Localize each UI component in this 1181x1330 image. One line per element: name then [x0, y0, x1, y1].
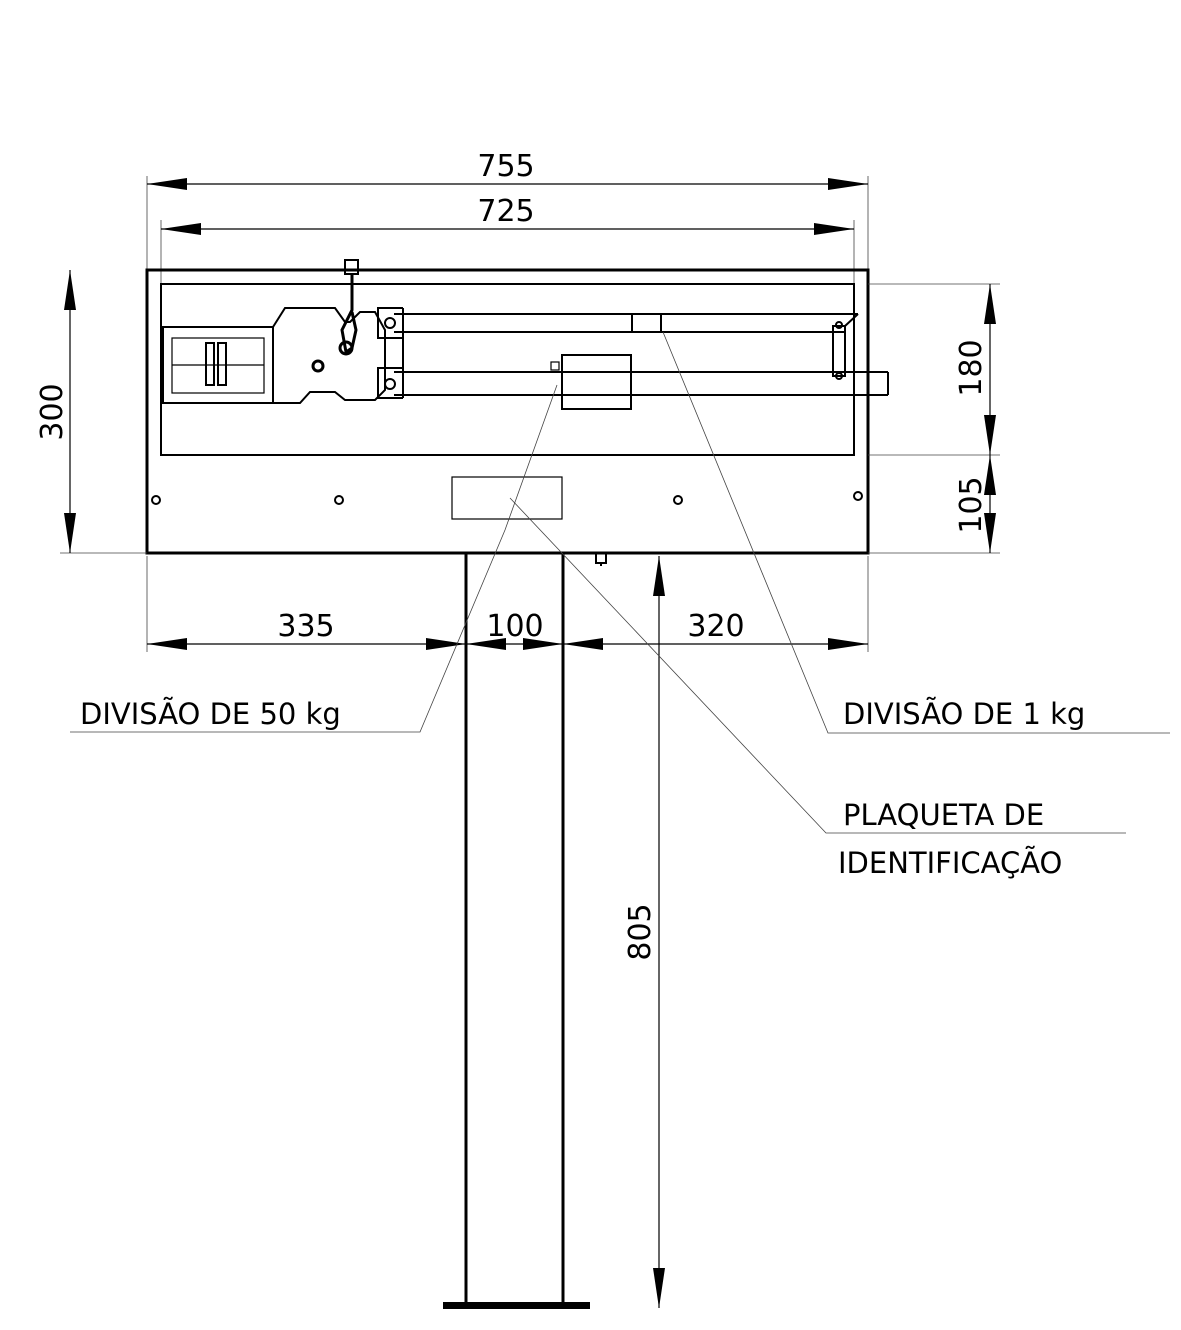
dimension-bottom-offsets: 335 100 320	[146, 556, 869, 652]
scale-housing	[145, 268, 870, 566]
support-column	[443, 553, 590, 1309]
sliding-weight-1kg	[631, 313, 662, 333]
mounting-hole	[673, 495, 683, 505]
dim-inner-width-label: 725	[477, 194, 534, 229]
beam-mechanism	[162, 259, 889, 410]
dim-column-width-label: 100	[486, 609, 543, 644]
identification-plate	[451, 476, 563, 520]
dim-left-offset-label: 335	[277, 609, 334, 644]
dim-upper-height-label: 180	[954, 339, 989, 396]
dim-overall-width-label: 755	[477, 149, 534, 184]
dim-right-offset-label: 320	[687, 609, 744, 644]
callout-division-1kg: DIVISÃO DE 1 kg	[662, 331, 1170, 734]
label-plate-line2: IDENTIFICAÇÃO	[838, 846, 1062, 880]
mounting-hole	[853, 491, 863, 501]
dimension-inner-width: 725	[160, 194, 855, 284]
label-division-1kg: DIVISÃO DE 1 kg	[843, 697, 1085, 731]
label-plate-line1: PLAQUETA DE	[843, 798, 1044, 832]
callout-division-50kg: DIVISÃO DE 50 kg	[70, 384, 558, 733]
label-division-50kg: DIVISÃO DE 50 kg	[80, 697, 341, 731]
dimension-lower-height: 105	[868, 455, 1000, 554]
mounting-hole	[151, 495, 161, 505]
callout-identification-plate: PLAQUETA DE IDENTIFICAÇÃO	[509, 497, 1126, 880]
sliding-weight-50kg	[561, 354, 632, 410]
dimension-upper-height: 180	[868, 283, 1000, 456]
dim-column-height-label: 805	[623, 903, 658, 960]
dimension-column-height: 805	[623, 556, 665, 1308]
dim-total-height-label: 300	[35, 383, 70, 440]
dimension-total-height: 300	[35, 270, 147, 554]
mounting-hole	[334, 495, 344, 505]
dimension-overall-width: 755	[146, 149, 869, 270]
dim-lower-height-label: 105	[954, 476, 989, 533]
